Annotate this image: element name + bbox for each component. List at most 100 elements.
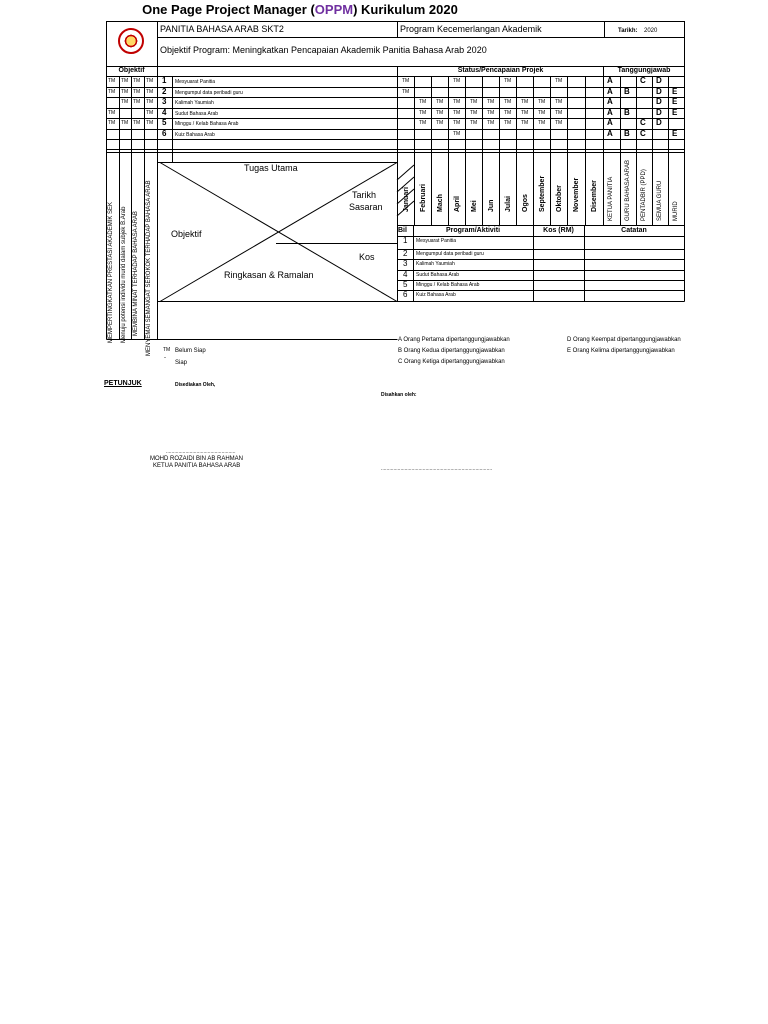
objective-vertical-1: MEMPERTINGKATKAN PRESTASI AKADEMIK SEK [108,201,114,343]
status-tm: TM [538,99,546,105]
program-bil: 3 [403,259,408,268]
kos-header: Kos (RM) [543,227,574,234]
status-tm: TM [453,120,461,126]
page-title: One Page Project Manager (OPPM) Kurikulu… [142,2,458,17]
month-label: November [573,177,580,212]
status-tm: TM [555,120,563,126]
signer-position: KETUA PANITIA BAHASA ARAB [153,463,241,469]
disahkan-label: Disahkan oleh: [381,392,417,398]
status-tm: TM [538,120,546,126]
ringkasan-label: Ringkasan & Ramalan [224,270,314,280]
task-number: 6 [162,128,167,138]
legend-b: B Orang Kedua dipertanggungjawabkan [398,348,505,354]
program-label: Program Kecemerlangan Akademik [400,24,542,34]
status-header: Status/Pencapaian Projek [457,67,544,74]
responsibility-letter: C [640,118,646,127]
status-tm: TM [470,120,478,126]
tanggungjawab-header: Tanggungjawab [617,67,671,74]
month-label: Mach [437,194,444,212]
responsibility-letter: A [607,97,613,106]
objektif-tm: TM [108,120,116,126]
school-logo [118,28,144,54]
tarikh-label: Tarikh: [618,28,638,34]
month-label: Julai [505,196,512,212]
legend-tm-mark: TM [163,347,171,353]
role-label: KETUA PANITIA [608,176,614,221]
status-tm: TM [453,130,461,137]
responsibility-letter: C [640,76,646,85]
objektif-tm: TM [108,78,116,84]
objektif-header: Objektif [118,67,145,74]
catatan-header: Catatan [621,227,647,234]
legend-belum-siap: Belum Siap [175,348,206,354]
objective-vertical-2: Menuju potensi individu murid dalam subj… [121,206,127,343]
signature-line-1: ........................................… [166,449,236,455]
role-label: PENTADBIR (PPD) [641,169,647,221]
responsibility-letter: E [672,107,678,117]
objektif-tm: TM [108,109,116,116]
program-name: Kalimah Yaumiah [416,261,455,267]
tarikh-value: 2020 [644,28,658,34]
panitia-label: PANITIA BAHASA ARAB SKT2 [160,24,284,34]
status-tm: TM [453,78,461,84]
task-name: Sudut Bahasa Arab [175,110,219,117]
objektif-tm: TM [121,88,129,95]
kos-center-label: Kos [359,252,375,262]
program-name: Mengumpul data peribadi guru [416,251,484,257]
status-tm: TM [487,109,495,116]
role-label: GURU BAHASA ARAB [625,159,631,221]
objektif-tm: TM [121,120,129,126]
objektif-tm: TM [146,88,154,95]
program-bil: 5 [403,280,408,289]
responsibility-letter: B [624,128,630,138]
program-bil: 4 [403,270,408,279]
status-tm: TM [504,120,512,126]
status-tm: TM [555,78,563,84]
status-tm: TM [504,99,512,105]
legend-siap: Siap [175,360,188,366]
objective-vertical-3: MEMBINA MINAT TERHADAP BAHASA ARAB [133,211,139,336]
status-tm: TM [538,109,546,116]
objektif-tm: TM [133,120,141,126]
responsibility-letter: B [624,107,630,117]
bil-header: Bil [398,227,407,234]
status-tm: TM [504,109,512,116]
task-number: 3 [162,97,167,106]
objektif-tm: TM [121,78,129,84]
program-name: Minggu / Kelab Bahasa Arab [416,282,480,288]
month-label: Januari [403,187,410,212]
responsibility-letter: E [672,97,678,106]
responsibility-letter: D [656,86,662,96]
objektif-tm: TM [108,88,116,95]
responsibility-letter: A [607,76,613,85]
responsibility-letter: E [672,128,678,138]
legend-a: A Orang Pertama dipertanggungjawabkan [398,337,510,343]
status-tm: TM [521,120,529,126]
disediakan-label: Disediakan Oleh, [175,382,216,388]
program-bil: 1 [403,236,408,245]
responsibility-letter: A [607,128,613,138]
status-tm: TM [419,109,427,116]
status-tm: TM [487,99,495,105]
responsibility-letter: D [656,97,662,106]
objektif-tm: TM [133,78,141,84]
status-tm: TM [436,109,444,116]
signer-name: MOHD ROZAIDI BIN AB RAHMAN [150,456,244,462]
task-name: Mesyuarat Panitia [175,79,216,85]
status-tm: TM [453,109,461,116]
responsibility-letter: A [607,118,613,127]
legend-e: E Orang Kelima dipertanggungjawabkan [567,348,675,354]
month-label: Februari [420,183,427,212]
legend-d: D Orang Keempat dipertanggungjawabkan [567,337,681,343]
role-label: MURID [673,201,679,221]
month-label: Disember [591,180,598,212]
task-number: 2 [162,86,167,96]
responsibility-letter: D [656,118,662,127]
responsibility-letter: D [656,107,662,117]
task-name: Minggu / Kelab Bahasa Arab [175,121,239,127]
month-label: Ogos [522,194,529,212]
status-tm: TM [402,78,410,84]
status-tm: TM [555,109,563,116]
month-label: September [539,175,546,212]
